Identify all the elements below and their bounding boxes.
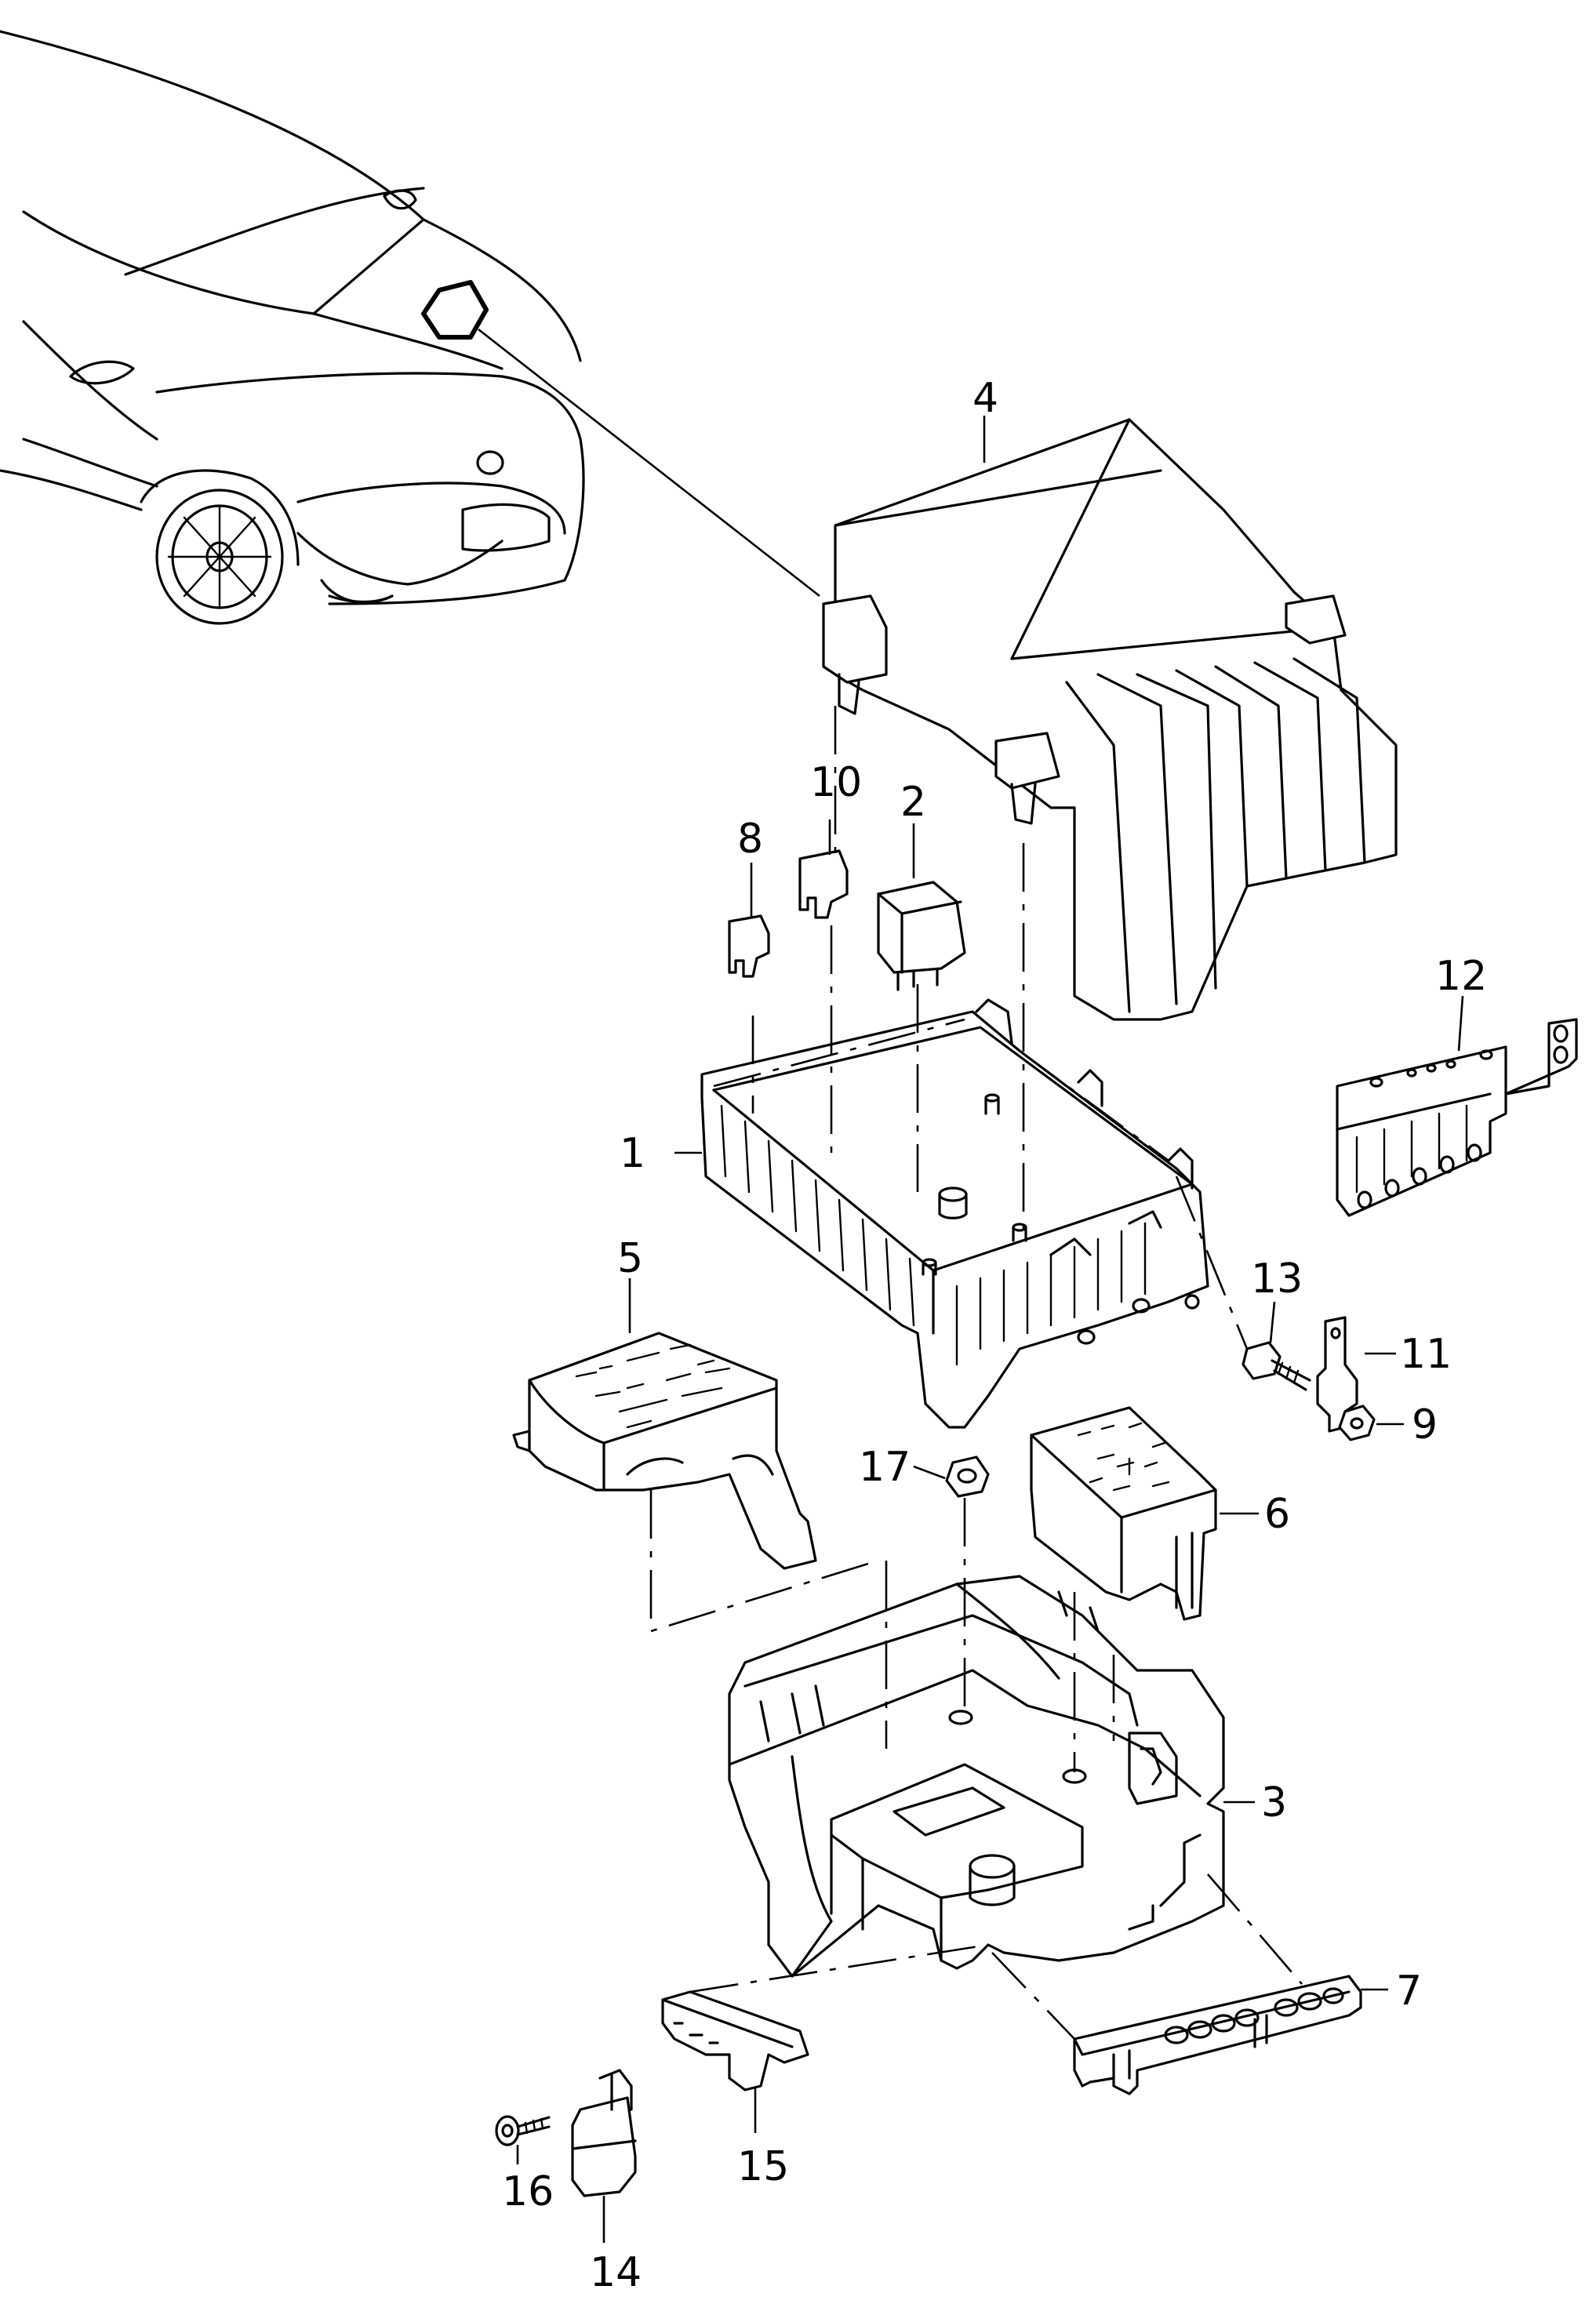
callout-5: 5 [617,1235,643,1282]
part-15-holder [661,1990,809,2091]
callout-7: 7 [1396,1968,1422,2015]
callout-11: 11 [1400,1331,1452,1378]
part-2-relay [877,881,966,991]
callout-12: 12 [1435,953,1487,1000]
part-13-bolt [1242,1341,1311,1391]
callout-17: 17 [859,1444,911,1491]
part-3-box-bracket [728,1575,1225,1978]
part-6-cover [1030,1406,1217,1621]
callout-16: 16 [502,2168,554,2215]
part-14-relay [571,2069,637,2197]
callout-1: 1 [620,1130,645,1177]
callout-14: 14 [590,2249,642,2296]
part-4-cover [822,418,1398,1021]
callout-4: 4 [973,375,998,422]
callout-15: 15 [737,2143,789,2190]
part-1-fuse-carrier [700,998,1209,1429]
callout-9: 9 [1412,1401,1438,1448]
callout-8: 8 [737,816,763,863]
location-marker-icon [421,280,489,340]
part-12-fuse-strip [1336,1018,1578,1217]
part-8-fuse [728,914,770,978]
part-17-nut [945,1455,990,1498]
callout-6: 6 [1264,1491,1290,1538]
part-7-strip [1073,1975,1362,2095]
part-9-nut [1338,1405,1376,1441]
callout-3: 3 [1261,1779,1287,1826]
callout-2: 2 [900,779,926,826]
vehicle-outline [0,30,585,625]
callout-10: 10 [810,759,862,806]
callout-13: 13 [1251,1256,1303,1303]
part-16-screw [495,2115,551,2146]
part-10-fuse [798,849,849,919]
part-5-cover [512,1332,817,1570]
